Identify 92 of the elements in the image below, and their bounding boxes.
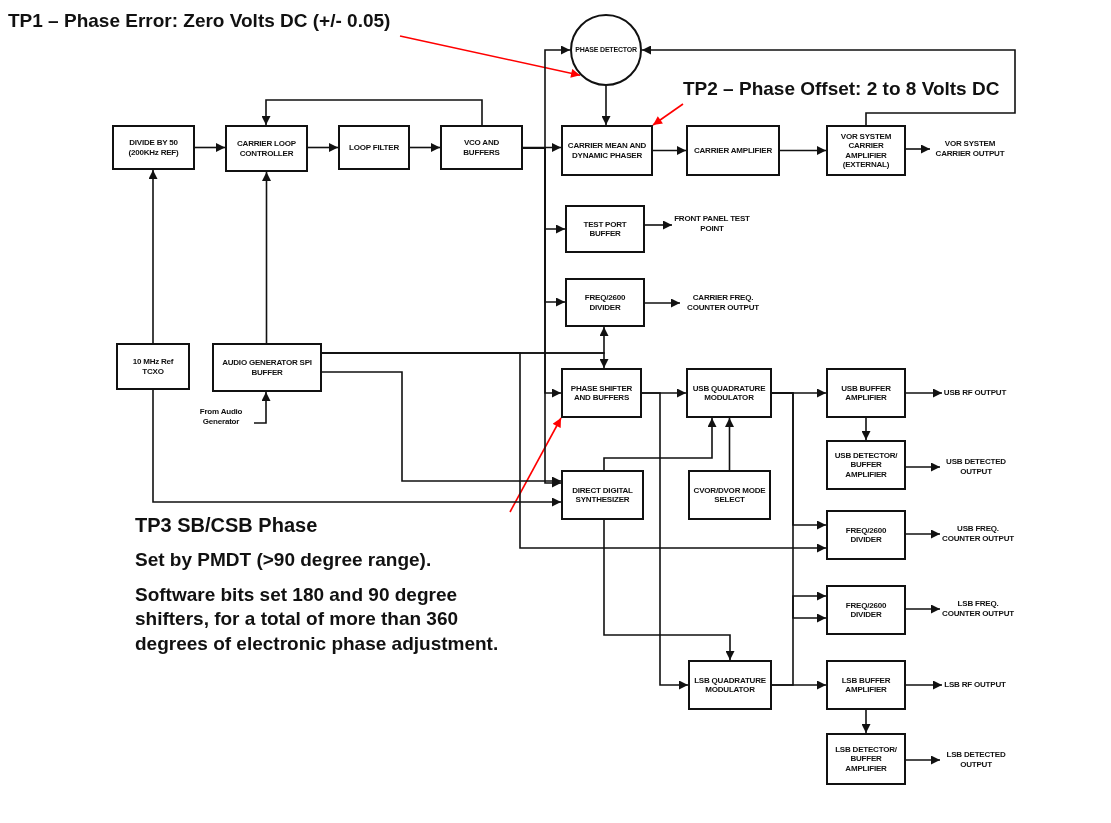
arrow <box>771 392 827 623</box>
block-box <box>225 125 308 172</box>
arrow <box>905 604 941 614</box>
arrow <box>644 298 681 308</box>
arrow <box>905 462 941 472</box>
block-label: VCO AND BUFFERS <box>462 138 501 157</box>
leader-arrow <box>399 35 581 78</box>
annotation-text: TP1 – Phase Error: Zero Volts DC (+/- 0.05) <box>8 6 400 36</box>
block-label: AUDIO GENERATOR SPI BUFFER <box>221 358 313 377</box>
block-label: FREQ/2600 DIVIDER <box>583 293 627 312</box>
output-label: LSB DETECTED OUTPUT <box>940 738 1012 782</box>
block-box <box>826 440 906 490</box>
arrow <box>321 352 827 553</box>
arrow <box>652 146 687 155</box>
arrow <box>641 392 689 690</box>
block-label: USB BUFFER AMPLIFIER <box>840 383 892 403</box>
arrow <box>905 388 943 398</box>
leader-arrow <box>509 417 562 513</box>
block-box <box>826 733 906 785</box>
block-box <box>112 125 195 170</box>
arrow <box>641 45 1016 126</box>
output-label: LSB FREQ. COUNTER OUTPUT <box>940 587 1016 631</box>
block-label: LSB DETECTOR/ BUFFER AMPLIFIER <box>834 745 898 773</box>
block-box <box>688 660 772 710</box>
annotation-text: TP2 – Phase Offset: 2 to 8 Volts DC <box>683 74 1005 104</box>
block-label: CARRIER AMPLIFIER <box>692 145 774 156</box>
block-box <box>826 585 906 635</box>
arrow <box>253 391 271 424</box>
block-box <box>561 368 642 418</box>
output-label: LSB RF OUTPUT <box>942 670 1008 700</box>
block-box <box>826 368 906 418</box>
block-box <box>565 205 645 253</box>
leader-arrow <box>652 103 684 126</box>
arrow <box>905 755 941 765</box>
arrow <box>644 220 673 230</box>
arrow <box>409 143 441 152</box>
arrow <box>905 144 931 154</box>
arrow <box>603 519 735 661</box>
arrow <box>861 709 871 734</box>
arrow <box>603 417 717 471</box>
block-label: CARRIER MEAN AND DYNAMIC PHASER <box>566 141 648 160</box>
block-label: PHASE SHIFTER AND BUFFERS <box>569 383 634 403</box>
block-label: CARRIER LOOP CONTROLLER <box>236 139 297 158</box>
block-box <box>561 125 653 176</box>
block-label: DIVIDE BY 50 (200KHz REF) <box>127 138 180 157</box>
block-label: USB QUADRATURE MODULATOR <box>691 383 767 403</box>
block-label: DIRECT DIGITAL SYNTHESIZER <box>571 485 634 505</box>
block-label: FREQ/2600 DIVIDER <box>844 600 888 620</box>
block-box <box>686 125 780 176</box>
arrow <box>861 417 871 441</box>
arrow <box>194 143 226 152</box>
arrow <box>307 143 339 152</box>
output-label: VOR SYSTEM CARRIER OUTPUT <box>930 128 1010 170</box>
block-box <box>212 343 322 392</box>
block-box <box>826 660 906 710</box>
arrow <box>261 99 483 126</box>
block-label: VOR SYSTEM CARRIER AMPLIFIER (EXTERNAL) <box>839 132 893 169</box>
annotation-text: Set by PMDT (>90 degree range). <box>135 548 433 572</box>
block-label: LOOP FILTER <box>348 142 400 153</box>
arrow <box>771 680 827 690</box>
block-box <box>440 125 523 170</box>
arrow <box>905 529 941 539</box>
output-label: USB RF OUTPUT <box>942 378 1008 408</box>
annotation-text: Software bits set 180 and 90 degree shifters, for a total of more than 360 degrees of electronic phase adjustment. <box>135 582 500 657</box>
block-box <box>338 125 410 170</box>
block-label: CVOR/DVOR MODE SELECT <box>692 485 767 505</box>
block-box <box>565 278 645 327</box>
block-box <box>826 125 906 176</box>
block-box <box>688 470 771 520</box>
block-box <box>116 343 190 390</box>
arrow <box>262 171 271 344</box>
output-label: From Audio Generator <box>188 403 254 431</box>
block-label: LSB QUADRATURE MODULATOR <box>693 675 767 695</box>
annotation-heading: TP3 SB/CSB Phase <box>135 513 319 538</box>
arrow <box>779 146 827 155</box>
output-label: FRONT PANEL TEST POINT <box>672 203 752 245</box>
block-box <box>561 470 644 520</box>
output-label: CARRIER FREQ. COUNTER OUTPUT <box>680 283 766 323</box>
arrow <box>148 169 158 344</box>
arrow <box>601 85 611 126</box>
block-box <box>826 510 906 560</box>
block-label: 10 MHz Ref TCXO <box>131 357 175 376</box>
block-label: USB DETECTOR/ BUFFER AMPLIFIER <box>833 451 899 479</box>
block-label: FREQ/2600 DIVIDER <box>844 525 888 545</box>
block-label: LSB BUFFER AMPLIFIER <box>840 675 892 695</box>
block-box <box>686 368 772 418</box>
arrow <box>152 389 562 507</box>
arrow <box>725 417 734 471</box>
output-label: USB DETECTED OUTPUT <box>940 445 1012 489</box>
output-label: USB FREQ. COUNTER OUTPUT <box>940 512 1016 556</box>
block-label: TEST PORT BUFFER <box>582 219 628 239</box>
arrow <box>905 680 943 690</box>
